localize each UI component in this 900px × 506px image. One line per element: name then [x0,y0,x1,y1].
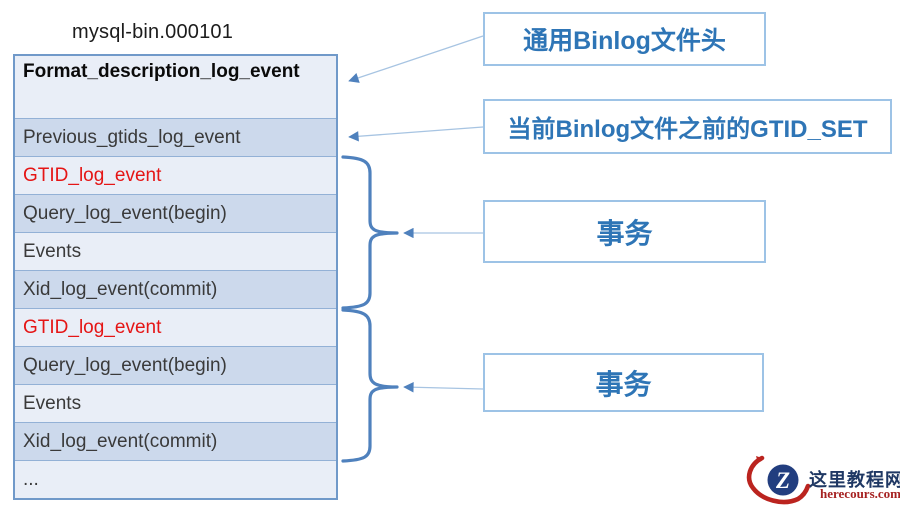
arrow-gtid-set-icon [348,126,484,142]
arrow-header-icon [348,35,484,83]
table-row-query-begin-2: Query_log_event(begin) [15,346,336,384]
annotation-box-transaction-1: 事务 [483,200,766,263]
annotation-box-binlog-header: 通用Binlog文件头 [483,12,766,66]
table-row-ellipsis: ... [15,460,336,498]
arrow-transaction-2-icon [403,382,484,393]
table-row-xid-commit-2: Xid_log_event(commit) [15,422,336,460]
table-row-events-1: Events [15,232,336,270]
table-row-gtid-2: GTID_log_event [15,308,336,346]
brace-transaction-2-icon [341,308,399,463]
site-logo-icon: Z [746,455,810,505]
table-row-format-description: Format_description_log_event [15,56,336,118]
binlog-file-title: mysql-bin.000101 [72,21,234,43]
table-row-gtid-1: GTID_log_event [15,156,336,194]
brace-transaction-1-icon [341,155,399,310]
watermark-domain: herecours.com [820,486,900,501]
logo-letter: Z [775,468,790,493]
table-row-xid-commit-1: Xid_log_event(commit) [15,270,336,308]
watermark-site-name: 这里教程网 [809,470,900,490]
table-row-query-begin-1: Query_log_event(begin) [15,194,336,232]
annotation-box-transaction-2: 事务 [483,353,764,412]
binlog-event-table: Format_description_log_event Previous_gt… [13,54,338,500]
table-row-previous-gtids: Previous_gtids_log_event [15,118,336,156]
annotation-box-gtid-set: 当前Binlog文件之前的GTID_SET [483,99,892,154]
table-row-events-2: Events [15,384,336,422]
